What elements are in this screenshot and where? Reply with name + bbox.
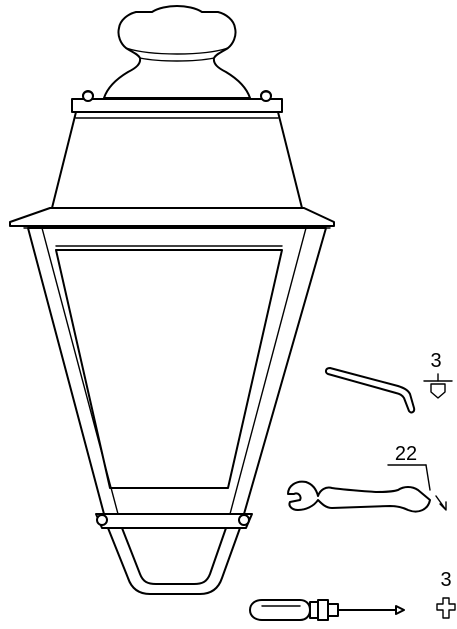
wrench-size-marker: 22 [387, 443, 447, 511]
lantern-roof [51, 111, 303, 209]
screwdriver-size-label: 3 [440, 569, 451, 591]
lantern-brim [9, 207, 335, 229]
lantern-body [27, 227, 327, 515]
open-end-wrench-tool [287, 480, 431, 513]
phillips-cross-icon [436, 597, 456, 619]
lantern-finial [103, 5, 251, 99]
screwdriver-tool [249, 599, 405, 621]
street-lantern-illustration [9, 5, 335, 595]
hex-key-size-marker: 3 [423, 350, 453, 399]
lantern-bottom-bowl [95, 513, 253, 595]
lantern-collar [71, 90, 283, 113]
screwdriver-size-marker: 3 [436, 569, 456, 619]
hex-key-tool [324, 367, 416, 414]
wrench-size-label: 22 [395, 443, 417, 465]
hex-key-size-label: 3 [430, 350, 441, 372]
hex-socket-icon [423, 373, 453, 399]
wrench-jaw-arrow-icon [435, 495, 447, 511]
